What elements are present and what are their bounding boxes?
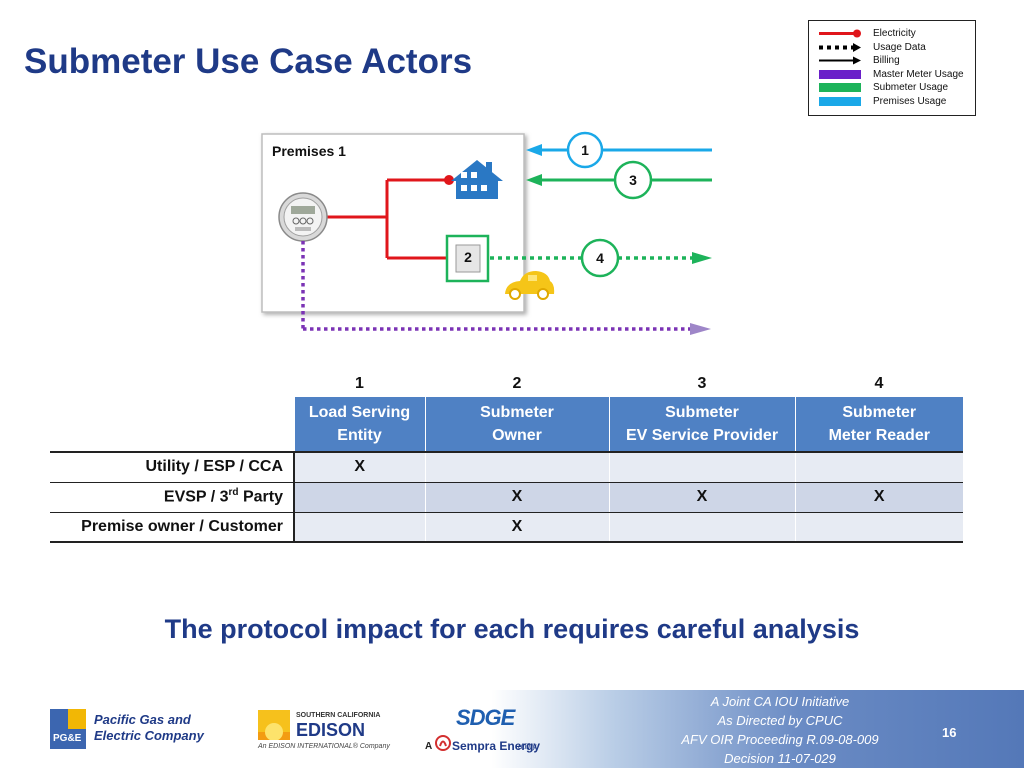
edison-sun-icon	[258, 710, 290, 740]
legend: Electricity Usage Data Billing Master Me…	[808, 20, 976, 116]
node-4-label: 4	[596, 250, 604, 266]
node-3-path	[526, 160, 712, 200]
legend-label: Billing	[873, 55, 900, 66]
table-cell: X	[424, 512, 609, 543]
table-cell	[608, 512, 795, 543]
footer-band	[0, 690, 1024, 768]
column-number: 3	[697, 374, 707, 392]
table-cell: X	[293, 451, 425, 483]
column-number: 4	[874, 374, 884, 392]
tagline: The protocol impact for each requires ca…	[164, 614, 860, 644]
table-cell: X	[424, 482, 609, 513]
electricity-line-icon	[819, 29, 861, 38]
node-1-label: 1	[581, 142, 589, 158]
table-row: Premise owner / Customer X	[50, 512, 963, 543]
footer-text: A Joint CA IOU Initiative As Directed by…	[640, 692, 920, 768]
sempra-flame-icon	[435, 735, 451, 751]
column-number: 1	[355, 374, 364, 392]
table-cell	[293, 482, 425, 513]
premises-swatch-icon	[819, 96, 861, 106]
table-cell	[424, 451, 609, 483]
sdge-mark-text: SDGE	[456, 705, 515, 730]
node-2-label: 2	[464, 249, 472, 265]
legend-label: Usage Data	[873, 41, 926, 53]
node-3-label: 3	[629, 172, 637, 188]
actor-label: EVSP / 3rd Party	[50, 482, 295, 513]
page-number: 16	[942, 725, 957, 740]
column-number: 2	[512, 374, 522, 392]
master-meter-usage-path	[301, 241, 711, 335]
table-cell: X	[794, 482, 963, 513]
legend-label: Electricity	[873, 28, 916, 39]
pge-mark-text: PG&E	[53, 733, 82, 744]
footer-line: Decision 11-07-029	[724, 751, 836, 766]
pge-name-line1: Pacific Gas and	[94, 712, 191, 727]
sce-top-text: SOUTHERN CALIFORNIA	[296, 712, 381, 719]
ev-car-icon	[505, 271, 555, 300]
node-1-path	[526, 131, 712, 169]
master-meter-swatch-icon	[819, 69, 861, 79]
submeter-box	[445, 234, 490, 283]
table-row: EVSP / 3rd Party X X X	[50, 482, 963, 513]
legend-item-master-meter-usage: Master Meter Usage	[815, 68, 975, 81]
sdge-suffix-text: utility	[518, 742, 537, 751]
table-cell	[794, 512, 963, 543]
sdge-name-text: Sempra Energy	[452, 739, 541, 753]
table-cell	[293, 512, 425, 543]
footer-line: As Directed by CPUC	[717, 713, 843, 728]
sce-name-text: EDISON	[296, 720, 366, 740]
sdge-prefix-text: A	[425, 741, 433, 752]
submeter-swatch-icon	[819, 83, 861, 92]
legend-label: Premises Usage	[873, 95, 947, 107]
legend-label: Master Meter Usage	[873, 68, 964, 80]
use-case-diagram	[261, 131, 712, 335]
legend-item-billing: Billing	[815, 54, 975, 67]
footer-line: AFV OIR Proceeding R.09-08-009	[681, 732, 879, 747]
legend-label: Submeter Usage	[873, 82, 949, 93]
electricity-lines	[326, 175, 454, 260]
table-cell	[794, 451, 963, 483]
pge-name-line2: Electric Company	[94, 728, 204, 743]
actor-label: Premise owner / Customer	[50, 512, 295, 543]
table-cell: X	[608, 482, 795, 513]
node-4-path	[490, 238, 712, 278]
premises-label: Premises 1	[272, 143, 346, 159]
sce-sub-text: An EDISON INTERNATIONAL® Company	[258, 743, 390, 750]
usage-data-line-icon	[819, 42, 861, 52]
table-row: Utility / ESP / CCA X	[50, 451, 963, 483]
house-icon	[451, 160, 503, 199]
legend-item-premises-usage: Premises Usage	[815, 95, 975, 108]
pge-mark-icon	[50, 709, 86, 749]
table-cell	[608, 451, 795, 483]
legend-item-electricity: Electricity	[815, 27, 975, 40]
footer-line: A Joint CA IOU Initiative	[710, 694, 850, 709]
actor-label: Utility / ESP / CCA	[50, 451, 295, 483]
billing-arrow-icon	[819, 56, 861, 65]
master-meter-icon	[278, 192, 328, 242]
legend-item-usage-data: Usage Data	[815, 41, 975, 54]
slide-title: Submeter Use Case Actors	[24, 42, 473, 81]
legend-item-submeter-usage: Submeter Usage	[815, 81, 975, 94]
